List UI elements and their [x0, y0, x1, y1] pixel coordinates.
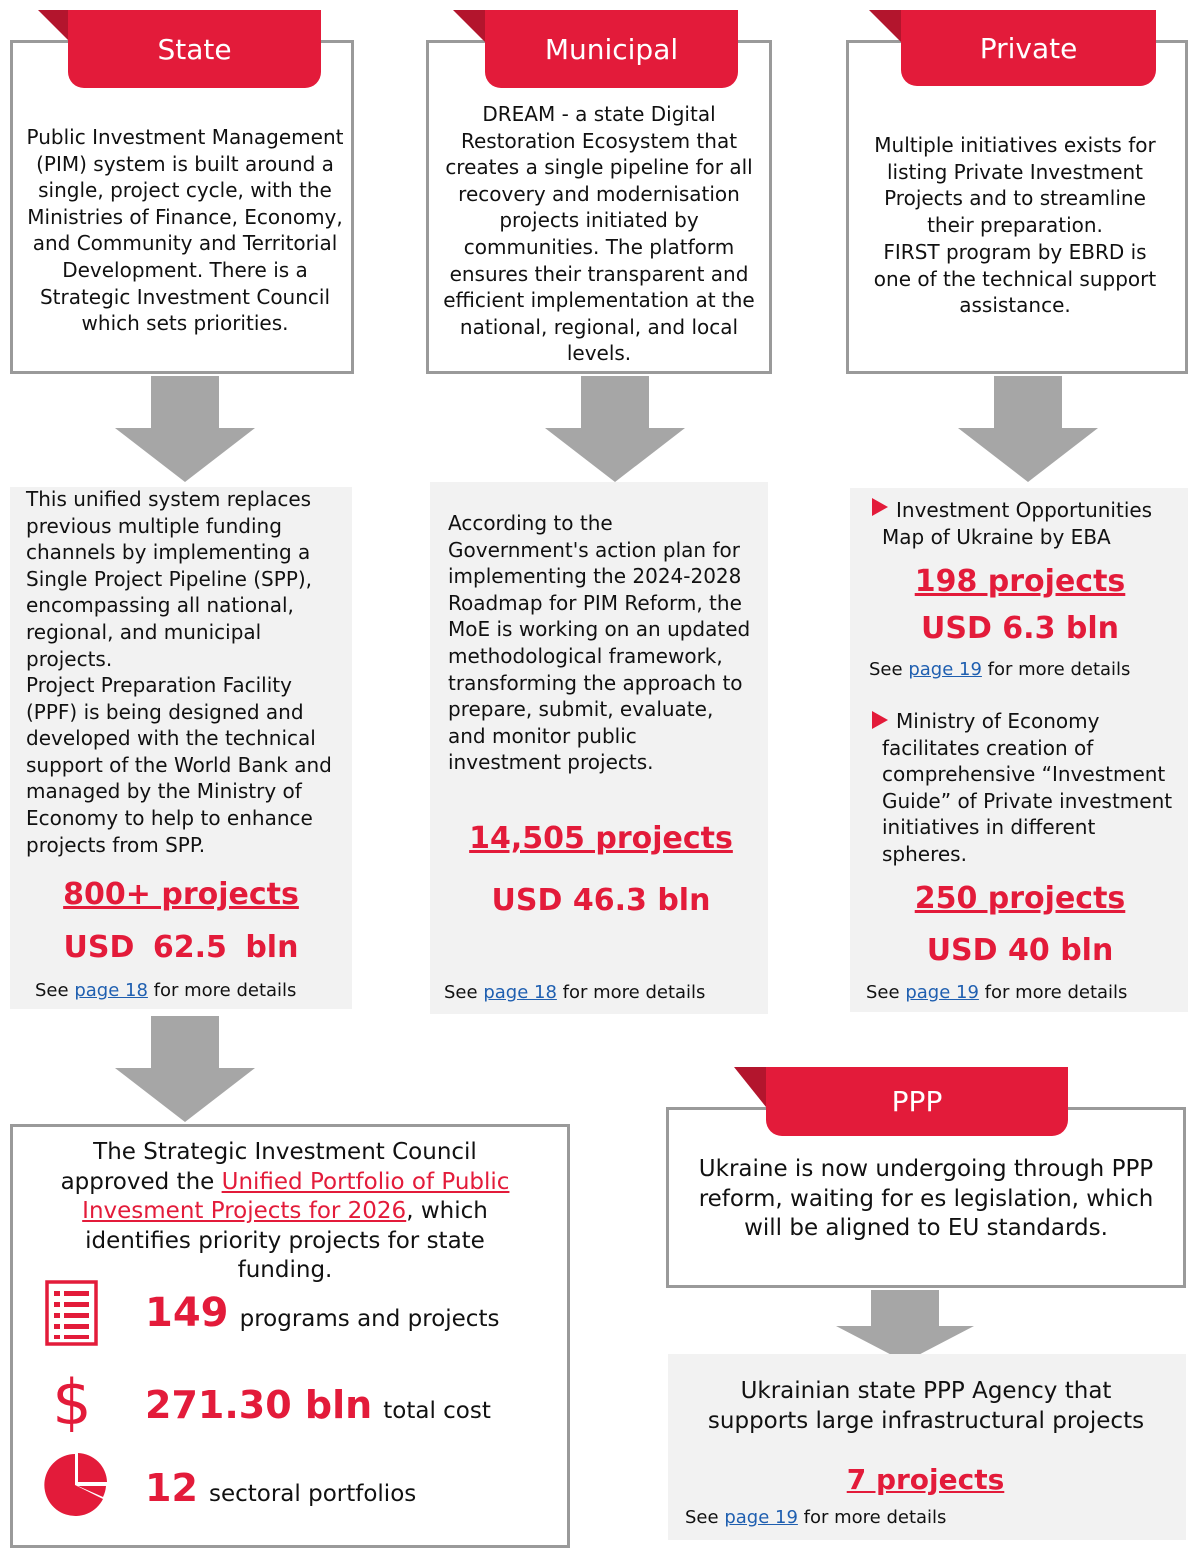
state-detail-text-2: Project Preparation Facility (PPF) is be…: [26, 673, 332, 857]
municipal-detail-text: According to the Government's action pla…: [448, 511, 751, 775]
pie-chart-icon: [44, 1453, 107, 1516]
council-text-after: , which identifies priority projects for…: [85, 1198, 488, 1283]
private-item-1-projects[interactable]: 198 projects: [914, 564, 1126, 599]
municipal-detail-panel: [430, 482, 768, 1014]
private-tab: Private: [901, 10, 1156, 86]
ppp-see-details: See page 19 for more details: [685, 1507, 946, 1528]
municipal-amount: USD 46.3 bln: [491, 883, 711, 918]
ppp-down-arrow: [836, 1290, 974, 1362]
private-detail-panel: [850, 488, 1188, 1012]
private-item-2-amount: USD 40 bln: [926, 933, 1114, 968]
ppp-projects-count[interactable]: 7 projects: [846, 1463, 1005, 1496]
see-suffix: for more details: [562, 982, 706, 1003]
stat-programs: 149 programs and projects: [145, 1290, 499, 1336]
state-projects-count[interactable]: 800+ projects: [63, 877, 299, 912]
private-page-link-1[interactable]: page 19: [908, 659, 982, 680]
ppp-page-link[interactable]: page 19: [724, 1507, 798, 1528]
private-item-1-see-details: See page 19 for more details: [869, 659, 1130, 680]
ppp-description: Ukraine is now undergoing through PPP re…: [698, 1156, 1154, 1241]
state-tab-fold: [38, 10, 68, 40]
state-description: Public Investment Management (PIM) syste…: [26, 125, 344, 336]
private-description-1: Multiple initiatives exists for listing …: [874, 133, 1156, 237]
state-down-arrow: [115, 376, 255, 482]
stat-programs-value: 149: [145, 1290, 229, 1336]
municipal-tab-fold: [453, 10, 485, 42]
private-item-2-projects[interactable]: 250 projects: [914, 881, 1126, 916]
stat-total-cost: 271.30 bln total cost: [145, 1383, 491, 1427]
triangle-bullet-icon: [872, 498, 888, 516]
municipal-page-link[interactable]: page 18: [483, 982, 557, 1003]
dollar-sign-icon: $: [52, 1368, 91, 1432]
council-text-before: The Strategic Investment Council approve…: [60, 1139, 477, 1195]
private-item-2-bullet: [872, 711, 888, 733]
private-card: [846, 40, 1188, 374]
stat-total-cost-value: 271.30 bln: [145, 1383, 373, 1427]
list-document-icon: [45, 1280, 98, 1346]
see-suffix: for more details: [984, 982, 1128, 1003]
private-item-1-amount: USD 6.3 bln: [920, 611, 1120, 646]
council-description: The Strategic Investment Council approve…: [45, 1138, 525, 1286]
svg-text:$: $: [52, 1368, 91, 1432]
stat-portfolios: 12 sectoral portfolios: [145, 1466, 416, 1510]
see-prefix: See: [869, 659, 903, 680]
state-detail-panel: [10, 487, 352, 1009]
ppp-card: [666, 1107, 1186, 1288]
state-amount: USD 62.5 bln: [63, 930, 299, 965]
stat-portfolios-label: sectoral portfolios: [208, 1481, 417, 1507]
municipal-down-arrow: [545, 376, 685, 482]
state-tab: State: [68, 10, 321, 88]
private-tab-fold: [869, 10, 901, 42]
see-suffix: for more details: [987, 659, 1131, 680]
state-detail-text-1: This unified system replaces previous mu…: [26, 487, 313, 671]
municipal-description: DREAM - a state Digital Restoration Ecos…: [443, 102, 755, 366]
municipal-projects-count[interactable]: 14,505 projects: [469, 821, 733, 856]
triangle-bullet-icon: [872, 711, 888, 729]
state-council-arrow: [115, 1016, 255, 1122]
private-description-2: FIRST program by EBRD is one of the tech…: [873, 240, 1157, 318]
private-page-link-2[interactable]: page 19: [905, 982, 979, 1003]
see-prefix: See: [35, 980, 69, 1001]
see-prefix: See: [866, 982, 900, 1003]
state-page-link[interactable]: page 18: [74, 980, 148, 1001]
stat-programs-label: programs and projects: [239, 1306, 500, 1332]
ppp-detail-text: Ukrainian state PPP Agency that supports…: [707, 1378, 1145, 1434]
ppp-tab-fold: [734, 1067, 766, 1107]
see-prefix: See: [444, 982, 478, 1003]
see-suffix: for more details: [153, 980, 297, 1001]
stat-portfolios-value: 12: [145, 1466, 198, 1510]
private-item-2-see-details: See page 19 for more details: [866, 982, 1127, 1003]
ppp-tab: PPP: [766, 1067, 1068, 1136]
private-down-arrow: [958, 376, 1098, 482]
see-suffix: for more details: [803, 1507, 947, 1528]
private-item-2-text: Ministry of Economy facilitates creation…: [882, 709, 1173, 866]
see-prefix: See: [685, 1507, 719, 1528]
municipal-tab: Municipal: [485, 10, 738, 88]
private-item-1-text: Investment Opportunities Map of Ukraine …: [882, 498, 1153, 549]
unified-portfolio-link[interactable]: Unified Portfolio of Public Invesment Pr…: [82, 1168, 510, 1225]
state-see-details: See page 18 for more details: [35, 980, 296, 1001]
ppp-detail-panel: [668, 1354, 1186, 1540]
municipal-card: [426, 40, 772, 374]
municipal-see-details: See page 18 for more details: [444, 982, 705, 1003]
private-item-1-bullet: [872, 498, 888, 520]
stat-total-cost-label: total cost: [383, 1398, 491, 1424]
state-card: [10, 40, 354, 374]
